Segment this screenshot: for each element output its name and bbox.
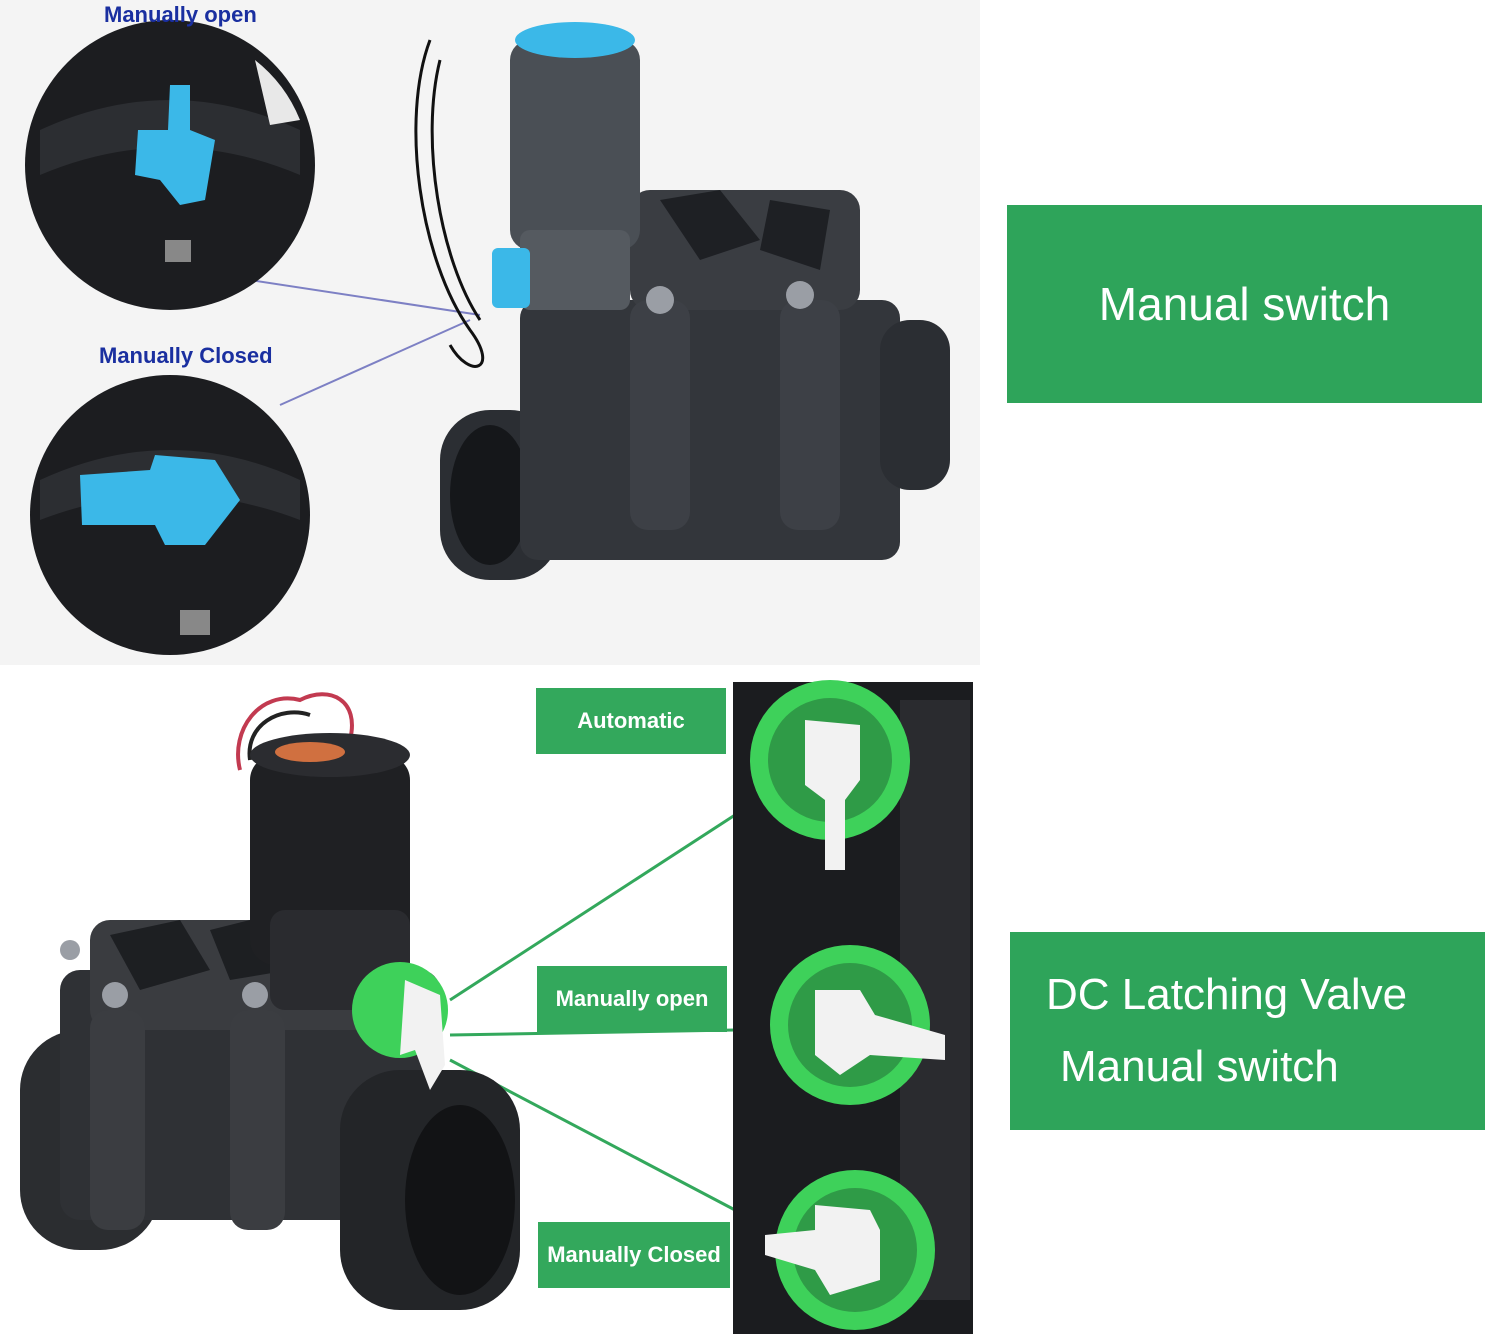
knob-manually-open [770,945,945,1105]
top-valve-illustration [0,0,980,665]
label-manually-closed-top: Manually Closed [99,343,273,368]
tag-manually-open: Manually open [537,966,727,1032]
lever-down-icon [805,720,860,870]
bottom-valve-illustration [0,670,980,1334]
solenoid-valve-bottom [20,692,520,1310]
bottom-photo-panel [0,670,980,1334]
connector-line-closed [279,319,471,406]
banner-manual-switch-text: Manual switch [1098,278,1391,330]
lever-closed-icon [80,455,240,545]
tag-manually-closed: Manually Closed [538,1222,730,1288]
lever-open-icon [135,85,215,205]
banner-line-2: Manual switch [1060,1042,1339,1091]
connector-line-automatic [449,813,736,1002]
banner-dc-latching-valve: DC Latching Valve Manual switch [1010,932,1485,1130]
lever-right-icon [815,990,945,1075]
lever-icon [492,248,530,308]
zoom-circle-closed [30,375,310,655]
zoom-circle-open [25,20,315,310]
label-manually-open-top: Manually open [104,2,257,27]
banner-manual-switch: Manual switch [1007,205,1482,403]
tag-automatic: Automatic [536,688,726,754]
top-photo-panel [0,0,980,665]
lever-icon [400,980,445,1090]
banner-line-1: DC Latching Valve [1046,970,1408,1019]
lever-left-icon [765,1205,880,1295]
knob-manually-closed [765,1170,935,1330]
solenoid-valve-top [414,22,950,580]
connector-line-open [249,279,481,316]
knob-states-strip [733,680,973,1334]
knob-automatic [750,680,910,870]
